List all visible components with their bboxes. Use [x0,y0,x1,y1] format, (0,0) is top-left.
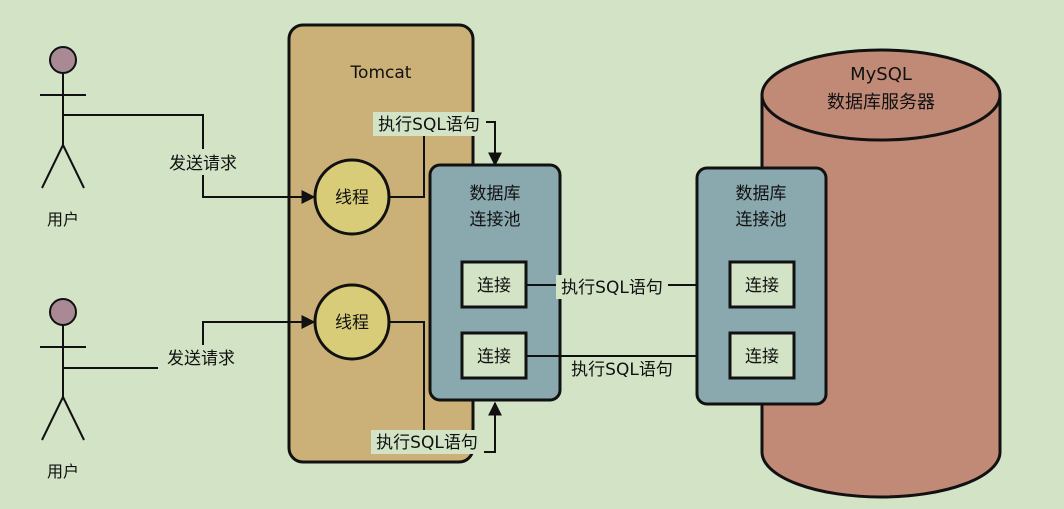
mysql-pool-title-2: 连接池 [736,210,787,230]
mysql-connection-box-1 [728,260,796,309]
sql-label-mid-1: 执行SQL语句 [561,278,663,298]
user-head [49,46,77,74]
mysql-title: MySQL [850,64,912,85]
user-head [49,298,77,326]
app-pool-title-1: 数据库 [470,184,521,204]
user-figure-2 [40,298,86,441]
app-connection-pool: 数据库 连接池 连接 连接 [428,163,562,402]
mysql-connection-box-2 [728,331,796,380]
thread-label-2: 线程 [335,313,369,333]
sql-label-bg-top [373,112,486,136]
request-label-1: 发送请求 [169,154,237,174]
user-label-2: 用户 [47,462,79,481]
sql-label-top: 执行SQL语句 [378,115,480,135]
sql-label-mid-2: 执行SQL语句 [571,360,673,380]
user-label-1: 用户 [47,210,79,229]
request-label-2: 发送请求 [167,349,235,369]
tomcat-title: Tomcat [350,63,412,83]
sql-label-bg-mid-2 [566,357,678,381]
request-label-bg-1 [160,149,246,175]
sql-label-bg-mid-1 [556,275,668,299]
mysql-subtitle: 数据库服务器 [827,92,935,113]
mysql-connection-pool: 数据库 连接池 连接 连接 [695,166,828,406]
request-label-bg-2 [158,345,244,369]
app-connection-label-1: 连接 [477,276,511,296]
app-pool-title-2: 连接池 [470,210,521,230]
mysql-pool-title-1: 数据库 [736,184,787,204]
sql-label-bottom: 执行SQL语句 [376,433,478,453]
mysql-cylinder-top [760,48,1002,142]
sql-label-bg-bottom [371,430,484,454]
app-connection-label-2: 连接 [477,347,511,367]
app-connection-box-1 [460,260,528,309]
user-figure-1 [40,46,86,189]
mysql-connection-label-1: 连接 [745,276,779,296]
mysql-connection-label-2: 连接 [745,347,779,367]
thread-label-1: 线程 [335,188,369,208]
